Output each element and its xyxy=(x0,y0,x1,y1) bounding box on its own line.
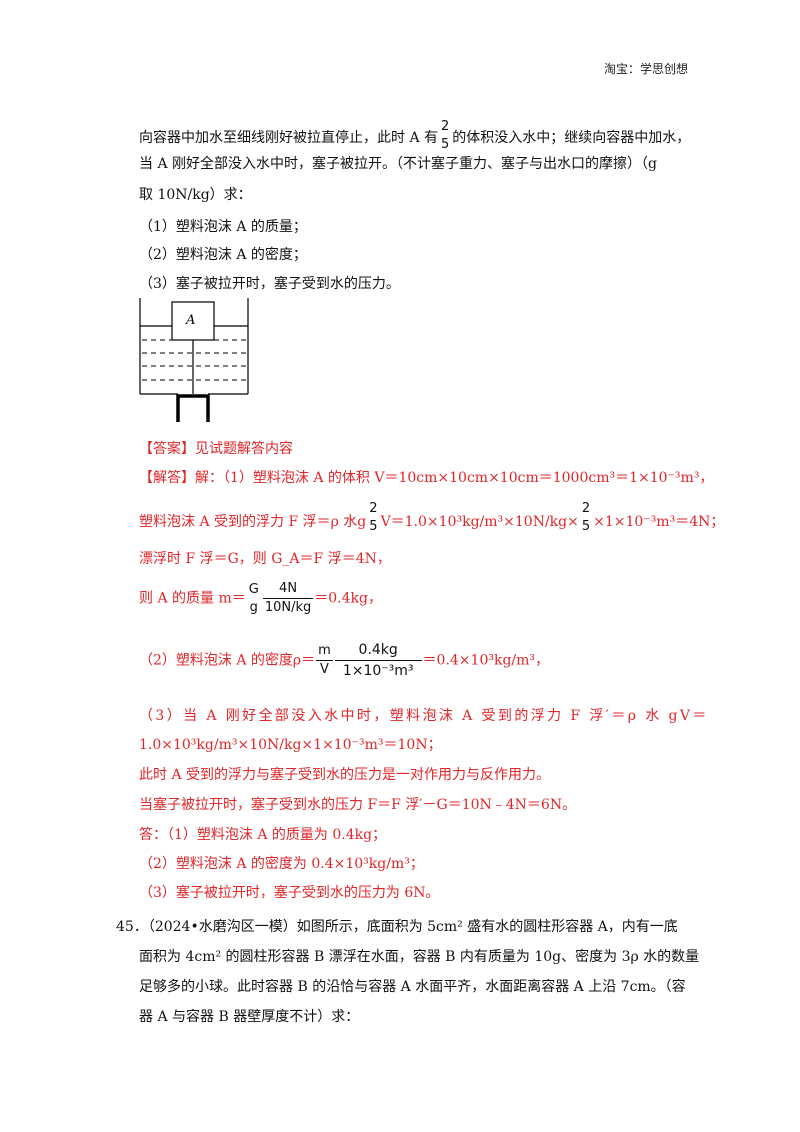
solution-line-3: 漂浮时 F 浮＝G，则 G_A＝F 浮＝4N， xyxy=(139,551,391,567)
answer-label: 【答案】见试题解答内容 xyxy=(139,441,293,457)
question-1: （1）塑料泡沫 A 的质量； xyxy=(139,219,307,235)
q45-line-1: 45．（2024•水磨沟区一模）如图所示，底面积为 5cm² 盛有水的圆柱形容器… xyxy=(116,919,678,935)
final-answer-2: （2）塑料泡沫 A 的密度为 0.4×10³kg/m³； xyxy=(139,856,424,872)
solution-line-6: （3）当 A 刚好全部没入水中时，塑料泡沫 A 受到的浮力 F 浮′＝ρ 水 g… xyxy=(139,708,709,724)
question-3: （3）塞子被拉开时，塞子受到水的压力。 xyxy=(139,276,400,292)
q45-line-4: 器 A 与容器 B 器壁厚度不计）求： xyxy=(139,1009,360,1025)
solution-line-1: 【解答】解：（1）塑料泡沫 A 的体积 V＝10cm×10cm×10cm＝100… xyxy=(139,470,714,486)
problem-line-3: 取 10N/kg）求： xyxy=(139,187,252,203)
problem-line-2: 当 A 刚好全部没入水中时，塞子被拉开。（不计塞子重力、塞子与出水口的摩擦）（g xyxy=(139,156,657,172)
block-label: A xyxy=(185,313,195,328)
final-answer-3: （3）塞子被拉开时，塞子受到水的压力为 6N。 xyxy=(139,885,440,901)
q45-line-2: 面积为 4cm² 的圆柱形容器 B 漂浮在水面，容器 B 内有质量为 10g、密… xyxy=(139,949,700,965)
solution-line-7: 1.0×10³kg/m³×10N/kg×1×10⁻³m³＝10N； xyxy=(139,737,442,753)
final-answer-1: 答：（1）塑料泡沫 A 的质量为 0.4kg； xyxy=(139,827,387,843)
page-header: 淘宝：学思创想 xyxy=(603,62,688,76)
drain-stopper xyxy=(176,394,210,422)
foam-block-a xyxy=(171,301,215,341)
container-figure: A xyxy=(139,298,249,422)
solution-line-8: 此时 A 受到的浮力与塞子受到水的压力是一对作用力与反作用力。 xyxy=(139,767,551,783)
water-lines xyxy=(142,339,246,381)
question-2: （2）塑料泡沫 A 的密度； xyxy=(139,247,307,263)
q45-line-3: 足够多的小球。此时容器 B 的沿恰与容器 A 水面平齐，水面距离容器 A 上沿 … xyxy=(139,979,686,995)
solution-line-9: 当塞子被拉开时，塞子受到水的压力 F＝F 浮′－G＝10N﹣4N＝6N。 xyxy=(139,797,577,813)
